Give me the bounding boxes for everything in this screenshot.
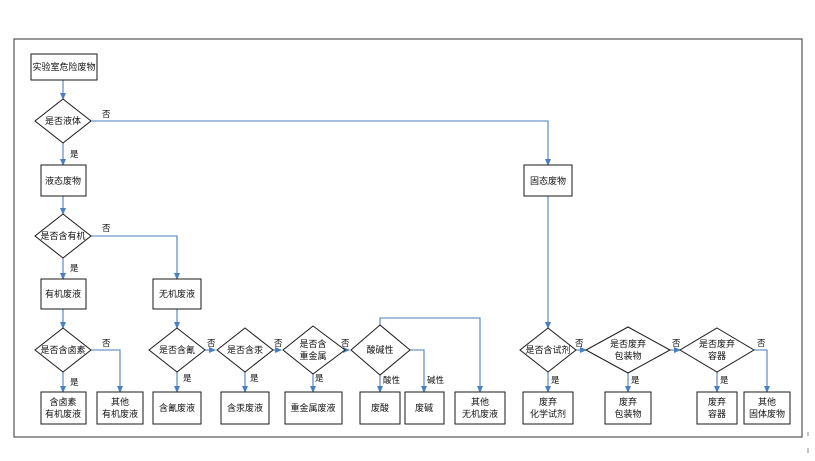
svg-text:有机废液: 有机废液 (45, 288, 81, 300)
edge-label-no: 否 (102, 224, 111, 234)
decision-is-liquid: 是否液体 (34, 98, 92, 144)
svg-text:是否废弃: 是否废弃 (699, 338, 735, 350)
edge-label-yes: 是 (70, 150, 79, 160)
edges (60, 80, 770, 393)
node-halogen-organic-waste: 含卤素 有机废液 (40, 391, 87, 425)
edge-label-yes: 是 (315, 374, 324, 384)
node-mercury-waste: 含汞废液 (220, 391, 270, 425)
svg-text:含卤素: 含卤素 (49, 396, 76, 408)
svg-text:废弃: 废弃 (619, 396, 637, 408)
svg-text:固体废物: 固体废物 (749, 408, 785, 420)
edge-label-no: 否 (102, 110, 111, 120)
edge-q-acid-to-waste-base (410, 349, 427, 393)
svg-text:容器: 容器 (708, 350, 726, 362)
edge-q-halogen-to-other-organic (91, 349, 123, 393)
edge-label-yes: 是 (720, 376, 729, 386)
edge-label-basic: 碱性 (427, 375, 445, 386)
node-organic-waste: 有机废液 (40, 278, 87, 310)
svg-text:无机废液: 无机废液 (462, 408, 498, 420)
edge-label-no: 否 (274, 339, 283, 349)
node-other-inorganic-waste: 其他 无机废液 (454, 391, 506, 425)
svg-text:其他: 其他 (111, 396, 129, 408)
edge-label-no: 否 (575, 339, 584, 349)
edge-label-yes: 是 (70, 378, 79, 388)
edge-q-organic-to-inorganic (91, 235, 180, 280)
svg-text:废酸: 废酸 (371, 402, 389, 414)
svg-text:是否含有机: 是否含有机 (40, 230, 85, 242)
svg-text:实验室危险废物: 实验室危险废物 (32, 61, 95, 73)
diagram-frame (13, 38, 803, 438)
decision-acid-base: 酸碱性 (350, 324, 411, 376)
node-cyanide-waste: 含氰废液 (152, 391, 202, 425)
svg-text:重金属废液: 重金属废液 (290, 402, 335, 414)
svg-text:重金属: 重金属 (299, 350, 326, 362)
svg-text:含氰废液: 含氰废液 (159, 402, 195, 414)
edge-label-no: 否 (757, 339, 766, 349)
decision-contains-reagent: 是否含试剂 (519, 327, 577, 373)
svg-text:是否液体: 是否液体 (45, 115, 81, 127)
svg-text:含汞废液: 含汞废液 (227, 402, 263, 414)
svg-text:固态废物: 固态废物 (530, 175, 566, 187)
svg-text:化学试剂: 化学试剂 (530, 408, 566, 420)
node-discarded-reagent: 废弃 化学试剂 (522, 391, 574, 425)
decision-discarded-container: 是否废弃 容器 (679, 327, 755, 373)
node-solid-waste: 固态废物 (523, 164, 573, 197)
node-start: 实验室危险废物 (30, 53, 98, 81)
node-discarded-container: 废弃 容器 (696, 391, 738, 425)
svg-text:其他: 其他 (758, 396, 776, 408)
svg-text:是否含试剂: 是否含试剂 (525, 344, 570, 356)
node-waste-base: 废碱 (404, 391, 445, 425)
decision-discarded-packaging: 是否废弃 包装物 (584, 326, 672, 374)
svg-text:是否含: 是否含 (299, 338, 326, 350)
svg-text:包装物: 包装物 (614, 350, 641, 362)
edge-label-no: 否 (341, 339, 350, 349)
edge-label-yes: 是 (551, 376, 560, 386)
decision-contains-halogen: 是否含卤素 (34, 327, 92, 373)
edge-label-no: 否 (102, 339, 111, 349)
svg-text:有机废液: 有机废液 (102, 408, 138, 420)
svg-text:是否含汞: 是否含汞 (227, 344, 263, 356)
decision-contains-mercury: 是否含汞 (216, 327, 274, 373)
edge-q-acid-to-other-inorganic (379, 317, 483, 393)
node-waste-acid: 废酸 (359, 391, 401, 425)
svg-text:废碱: 废碱 (415, 402, 433, 414)
svg-text:是否含氰: 是否含氰 (159, 344, 195, 356)
edge-label-acidic: 酸性 (383, 375, 401, 386)
edge-label-yes: 是 (70, 264, 79, 274)
svg-text:包装物: 包装物 (614, 408, 641, 420)
edge-q-liquid-to-solid (91, 120, 551, 166)
decision-contains-cyanide: 是否含氰 (148, 327, 206, 373)
svg-text:容器: 容器 (708, 408, 726, 420)
svg-text:废弃: 废弃 (708, 396, 726, 408)
node-heavy-metal-waste: 重金属废液 (284, 391, 343, 425)
decision-contains-organic: 是否含有机 (34, 213, 92, 259)
edge-q-container-to-other-solid (754, 349, 770, 393)
edge-labels: 否 是 否 是 否 是 否 是 否 是 否 是 酸性 碱性 否 是 否 是 否 … (70, 110, 766, 388)
svg-text:有机废液: 有机废液 (45, 408, 81, 420)
svg-text:是否废弃: 是否废弃 (610, 338, 646, 350)
edge-label-yes: 是 (631, 376, 640, 386)
svg-text:液态废物: 液态废物 (45, 175, 81, 187)
svg-text:废弃: 废弃 (539, 396, 557, 408)
edge-label-yes: 是 (250, 374, 259, 384)
edge-label-yes: 是 (183, 374, 192, 384)
node-other-organic-waste: 其他 有机废液 (96, 391, 144, 425)
node-other-solid-waste: 其他 固体废物 (743, 391, 791, 425)
svg-text:无机废液: 无机废液 (159, 288, 195, 300)
svg-text:其他: 其他 (471, 396, 489, 408)
edge-label-no: 否 (672, 339, 681, 349)
edge-label-no: 否 (207, 339, 216, 349)
node-discarded-packaging: 废弃 包装物 (604, 391, 652, 425)
node-inorganic-waste: 无机废液 (152, 278, 202, 310)
svg-text:是否含卤素: 是否含卤素 (40, 344, 85, 356)
node-liquid-waste: 液态废物 (40, 164, 87, 197)
svg-text:酸碱性: 酸碱性 (366, 344, 393, 356)
decision-contains-heavy-metal: 是否含 重金属 (282, 325, 346, 375)
